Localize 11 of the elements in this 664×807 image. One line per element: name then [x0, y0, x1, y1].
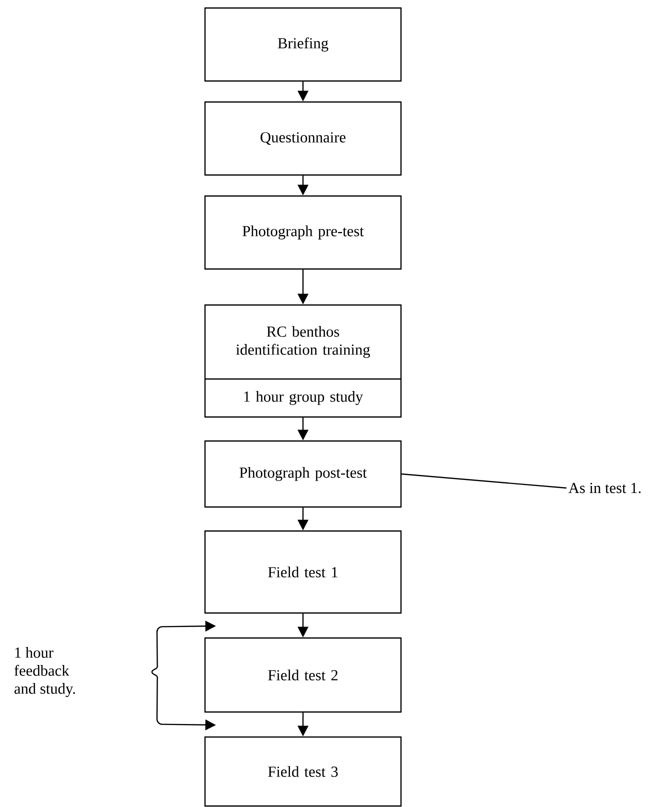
connector-line — [402, 473, 566, 489]
process-box: Field test 3 — [204, 736, 402, 807]
process-box: Briefing — [204, 7, 402, 82]
note-text: As in test 1. — [568, 482, 641, 494]
process-box: Questionnaire — [204, 101, 402, 176]
process-box: Field test 1 — [204, 530, 402, 614]
process-box: Photograph pre-test — [204, 195, 402, 270]
note-text: 1 hour feedback and study. — [14, 647, 75, 697]
process-box: RC benthos identification training 1 hour group study — [204, 304, 402, 418]
process-box: Field test 2 — [204, 637, 402, 713]
process-box: Photograph post-test — [204, 440, 402, 508]
